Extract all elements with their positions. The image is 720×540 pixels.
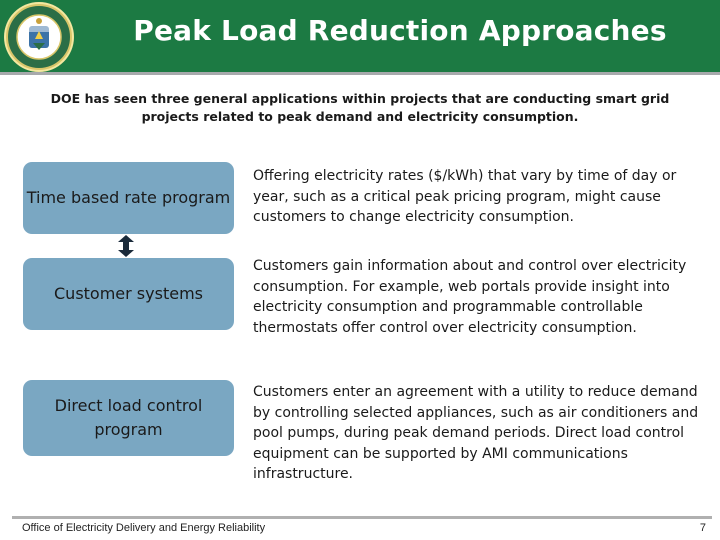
doe-seal-icon <box>4 2 74 72</box>
approach-label: Customer systems <box>54 284 203 303</box>
page-number: 7 <box>699 522 706 534</box>
approach-description: Customers enter an agreement with a util… <box>253 384 699 482</box>
page-title: Peak Load Reduction Approaches <box>133 14 667 47</box>
approach-description: Customers gain information about and con… <box>253 258 687 336</box>
approach-label: Direct load control program <box>54 396 203 439</box>
approach-box-direct-load-control: Direct load control program <box>23 380 234 456</box>
intro-text: DOE has seen three general applications … <box>50 91 670 124</box>
header-divider <box>0 72 720 75</box>
approach-label: Time based rate program <box>26 188 231 207</box>
approach-description: Offering electricity rates ($/kWh) that … <box>253 168 677 225</box>
header-bar <box>0 0 720 72</box>
double-arrow-icon <box>118 235 134 257</box>
footer-office: Office of Electricity Delivery and Energ… <box>22 522 266 534</box>
footer-divider <box>12 516 712 519</box>
approach-box-time-based-rate: Time based rate program <box>23 162 234 234</box>
approach-box-customer-systems: Customer systems <box>23 258 234 330</box>
